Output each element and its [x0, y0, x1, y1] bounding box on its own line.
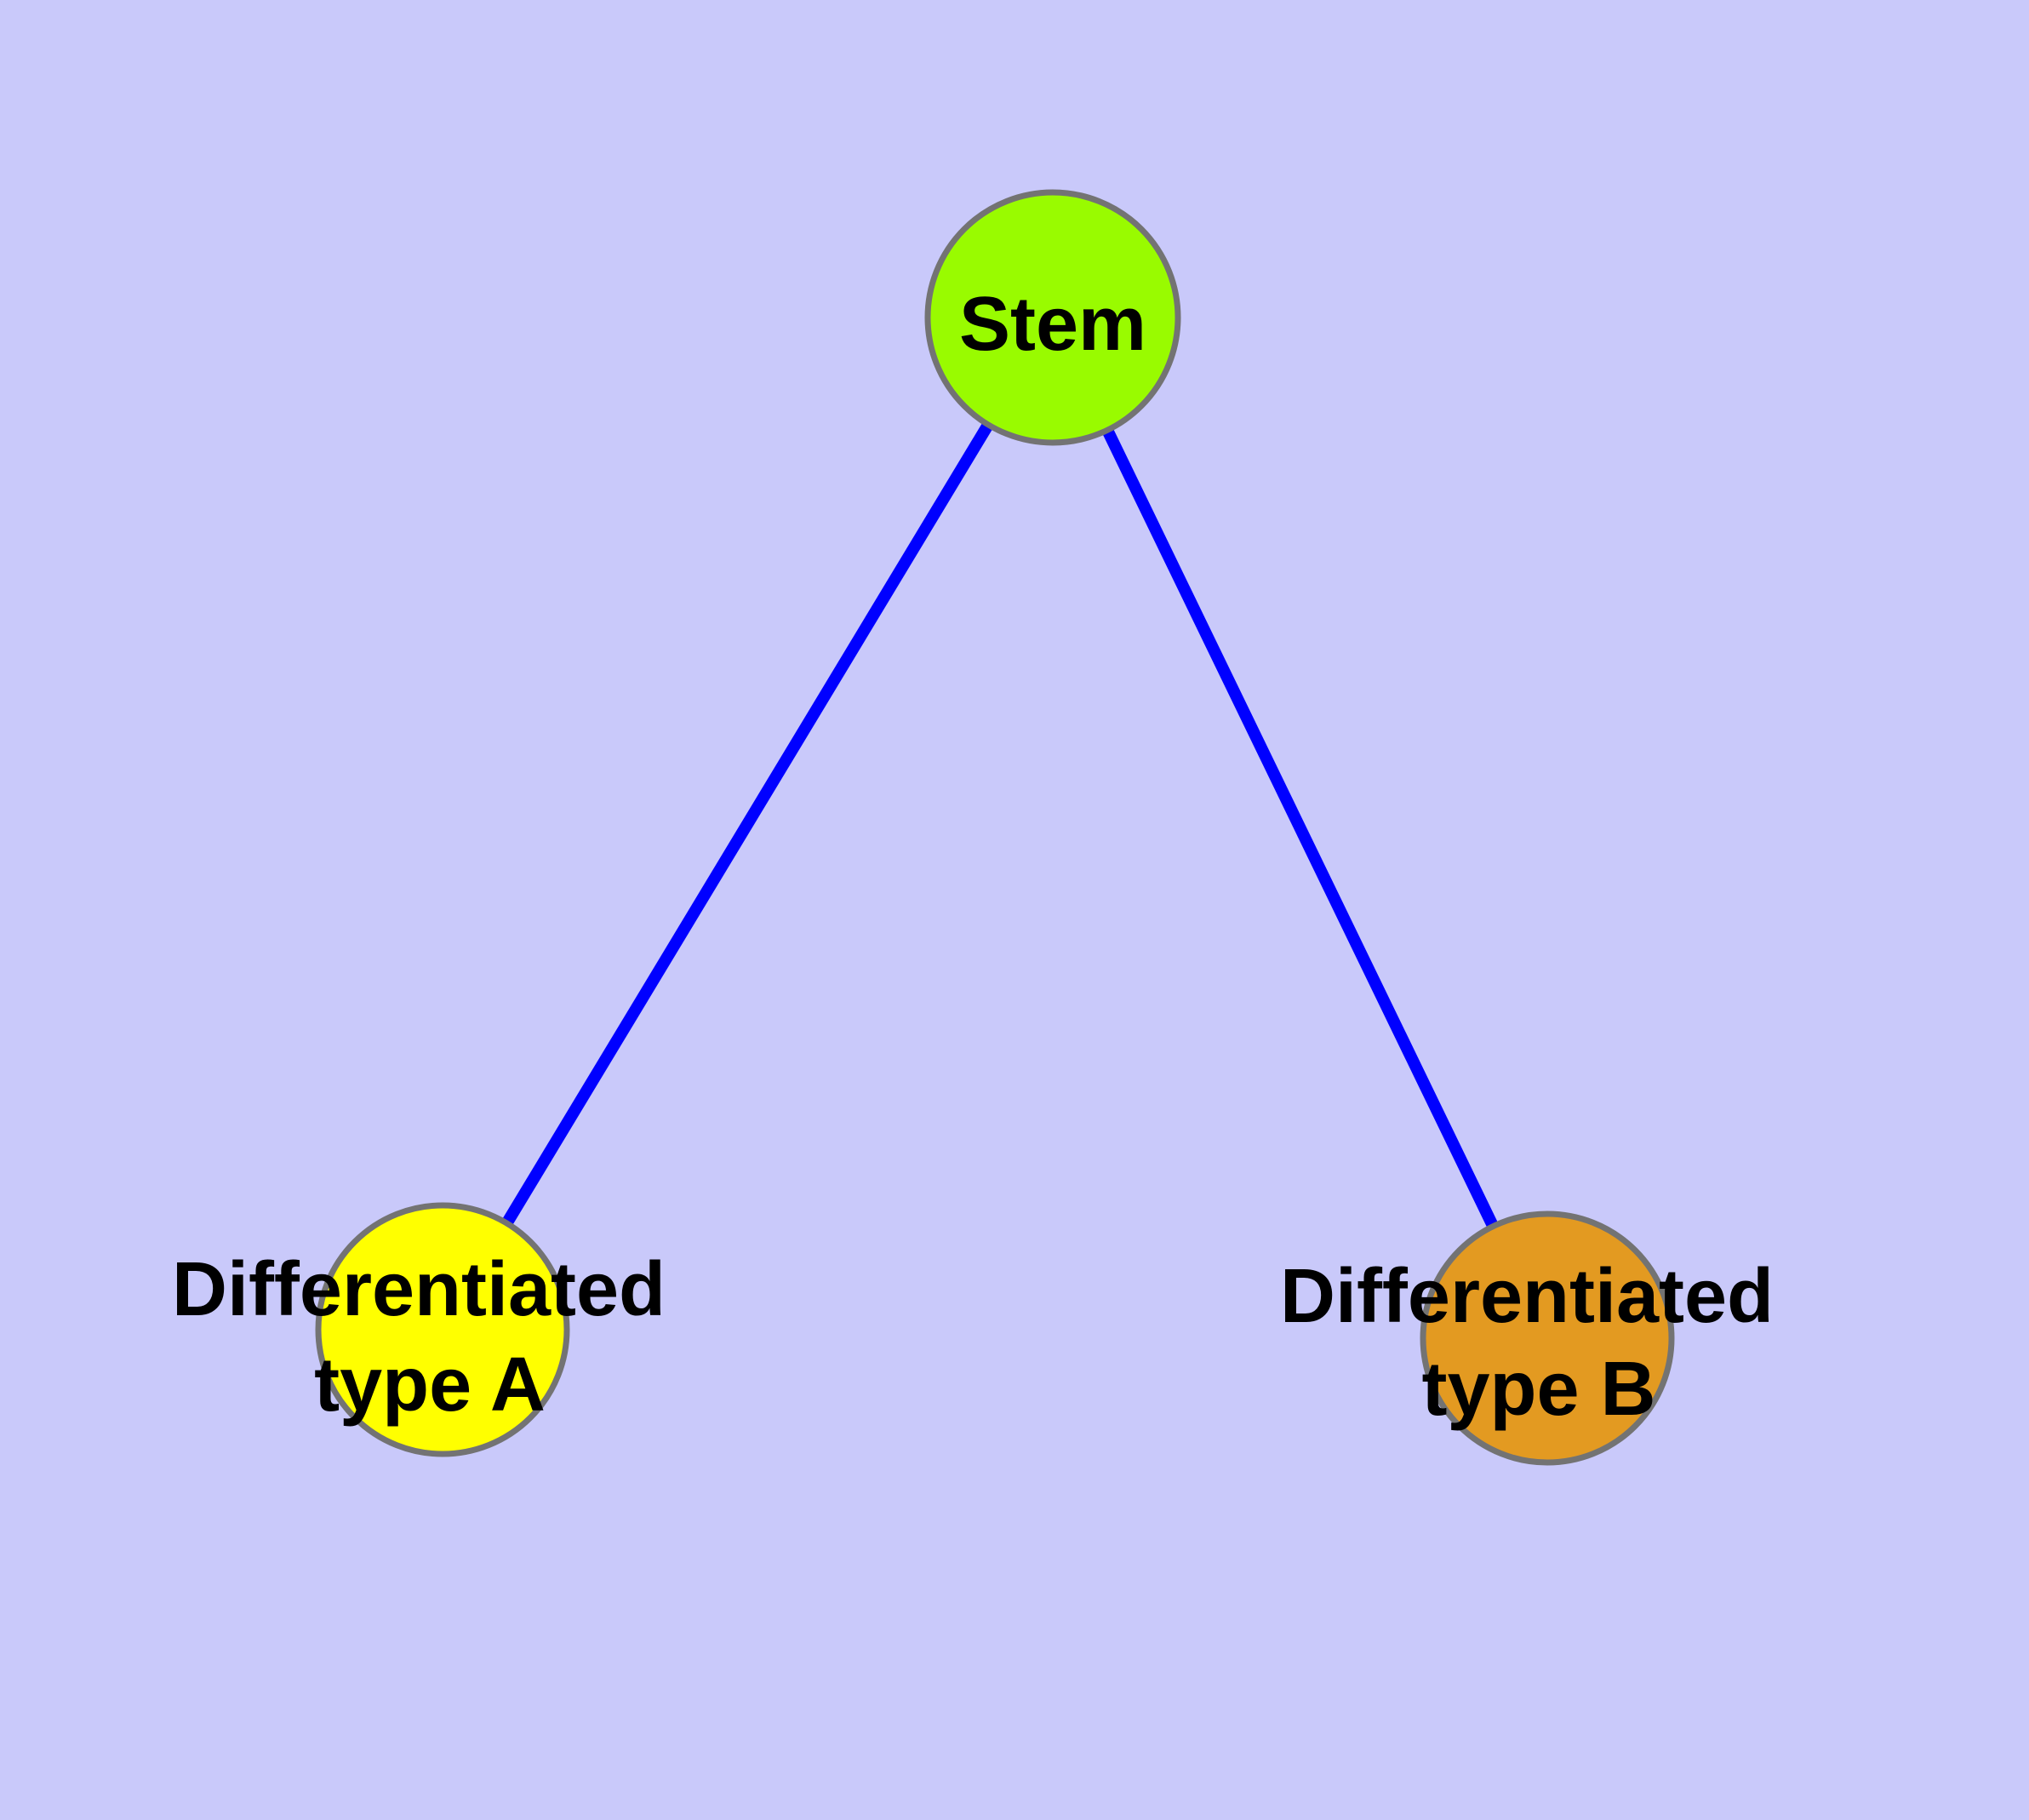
node-stem-label: Stem	[959, 282, 1146, 367]
node-type-b-label-line1: Differentiated	[1280, 1254, 1774, 1339]
edge-stem-to-type-b	[1047, 314, 1553, 1342]
node-type-a-label-line1: Differentiated	[172, 1247, 666, 1332]
node-type-a-label-line2: type A	[314, 1342, 546, 1428]
node-stem	[924, 189, 1181, 446]
node-type-b	[1420, 1210, 1675, 1466]
edge-stem-to-type-a	[437, 314, 1058, 1333]
node-type-b-label-line2: type B	[1421, 1347, 1655, 1432]
node-type-a	[315, 1202, 570, 1457]
